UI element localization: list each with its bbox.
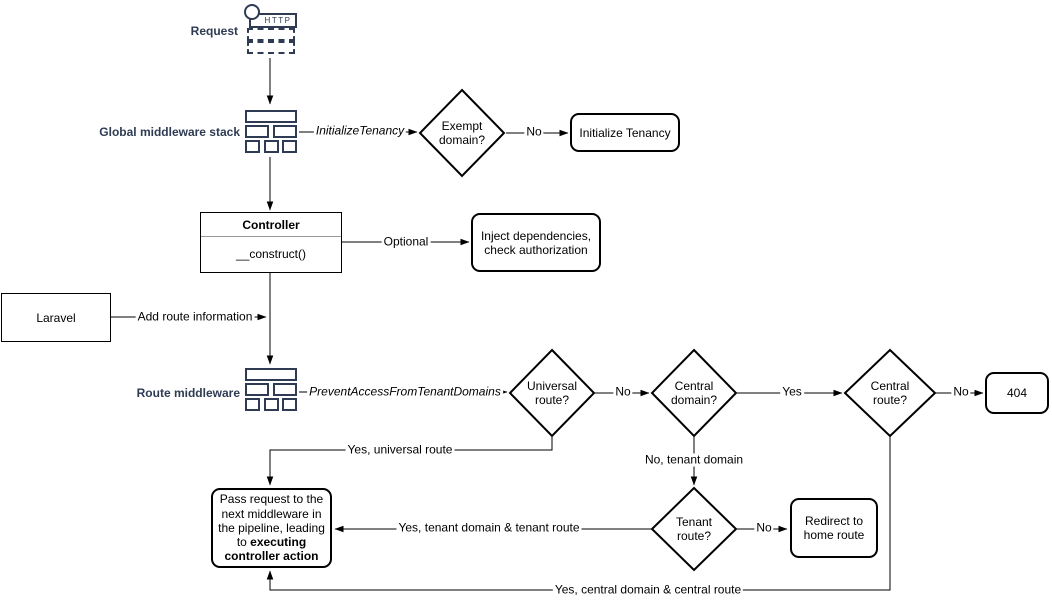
- controller-construct-method: __construct(): [235, 247, 307, 261]
- central-domain-label: Central domain?: [670, 379, 718, 407]
- edge-label-yes-central-domain-route: Yes, central domain & central route: [552, 582, 744, 597]
- edge-label-tenant-no: No: [754, 520, 774, 535]
- global-middleware-stack-icon: [245, 110, 297, 153]
- request-stage-label: Request: [190, 24, 238, 38]
- edge-label-no-tenant-domain: No, tenant domain: [642, 452, 746, 467]
- edge-label-central-domain-yes: Yes: [780, 384, 804, 399]
- edge-label-universal-no: No: [613, 384, 633, 399]
- tenant-route-diamond: [650, 486, 738, 572]
- controller-title: Controller: [201, 213, 341, 237]
- edge-label-optional: Optional: [381, 234, 431, 249]
- central-route-diamond: [843, 348, 937, 438]
- controller-node: Controller __construct(): [200, 212, 342, 273]
- inject-dependencies-node: Inject dependencies, check authorization: [471, 213, 601, 272]
- central-route-label: Central route?: [870, 379, 910, 407]
- edge-label-add-route-information: Add route information: [135, 309, 255, 324]
- global-middleware-stack-label: Global middleware stack: [99, 125, 240, 139]
- central-domain-diamond: [650, 348, 738, 438]
- edge-label-exempt-no: No: [524, 124, 544, 139]
- tenant-route-label: Tenant route?: [675, 515, 713, 543]
- exempt-domain-label: Exempt domain?: [438, 119, 486, 147]
- route-middleware-label: Route middleware: [136, 386, 240, 400]
- request-header-dashed-box: [247, 28, 295, 41]
- http-request-icon: HTTP: [244, 4, 298, 56]
- pass-request-bold-text: executing controller action: [224, 535, 319, 564]
- pass-request-text: Pass request to the next middleware in t…: [218, 492, 325, 564]
- edge-label-yes-tenant-domain-route: Yes, tenant domain & tenant route: [396, 520, 582, 535]
- edge-label-central-route-no: No: [951, 384, 971, 399]
- exempt-domain-diamond: [418, 88, 506, 178]
- initialize-tenancy-node: Initialize Tenancy: [570, 113, 680, 152]
- request-body-dashed-box: [247, 41, 295, 54]
- http-circle-icon: [244, 4, 260, 20]
- edge-label-prevent-access: PreventAccessFromTenantDomains: [307, 384, 503, 399]
- edge-label-initialize-tenancy: InitializeTenancy: [313, 123, 407, 138]
- redirect-home-node: Redirect to home route: [790, 498, 878, 558]
- universal-route-diamond: [508, 348, 596, 438]
- pass-request-node: Pass request to the next middleware in t…: [211, 488, 332, 568]
- route-middleware-stack-icon: [245, 368, 297, 411]
- 404-node: 404: [985, 372, 1049, 414]
- laravel-node: Laravel: [1, 293, 111, 342]
- universal-route-label: Universal route?: [526, 379, 577, 407]
- edge-label-yes-universal-route: Yes, universal route: [345, 442, 455, 457]
- http-protocol-label: HTTP: [249, 13, 297, 28]
